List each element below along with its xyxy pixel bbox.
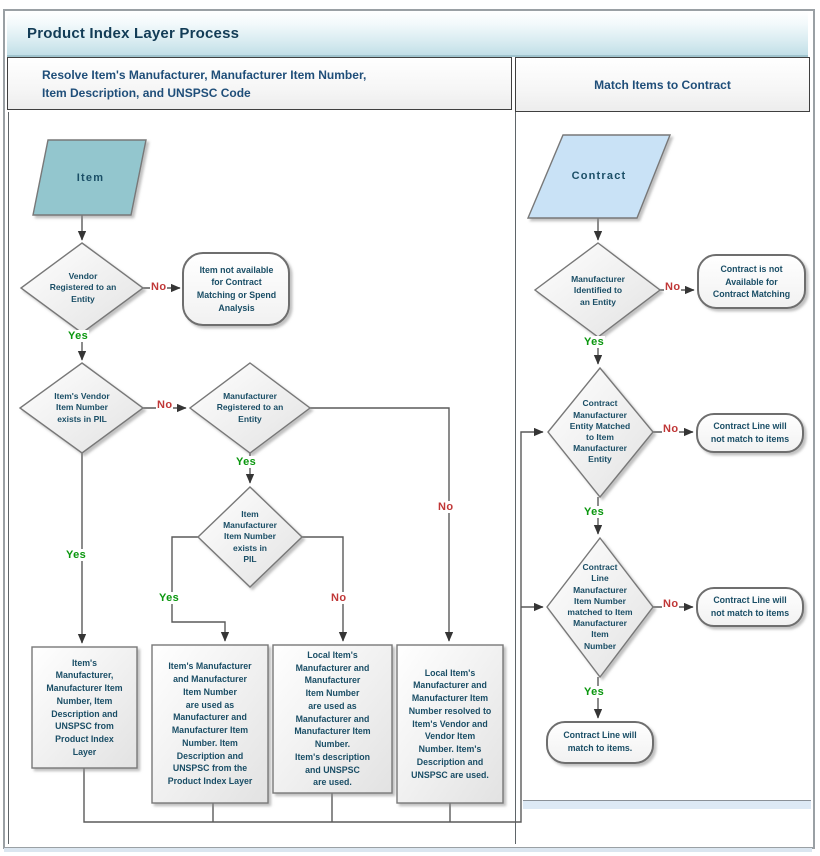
item-input-label: Item xyxy=(76,171,105,184)
shape-layer xyxy=(18,134,806,804)
process-outcome-local-mfr xyxy=(272,644,393,794)
process-outcome-mfr-used xyxy=(151,644,269,804)
lane-header-match-contract: Match Items to Contract xyxy=(515,57,810,112)
edge-outcomes-to-entity-matched xyxy=(83,427,544,823)
edge-mfr-item-no xyxy=(302,536,348,642)
lane-divider xyxy=(515,112,516,844)
contract-input-parallelogram xyxy=(526,134,672,219)
decision-vendor-registered-label: Vendor Registered to an Entity xyxy=(49,271,117,304)
edge-tag-no-item-number-matched: No xyxy=(662,598,680,610)
decision-mfr-registered xyxy=(188,362,312,454)
lane-border-left xyxy=(8,112,9,844)
terminator-no-match-number-label: Contract Line will not match to items xyxy=(710,595,790,618)
edge-tag-no-mfr-registered: No xyxy=(437,501,455,513)
terminator-item-not-available-label: Item not available for Contract Matching… xyxy=(196,264,277,313)
title-bar: Product Index Layer Process xyxy=(7,11,808,57)
decision-vendor-item-exists xyxy=(18,362,145,454)
process-outcome-pil-label: Item's Manufacturer, Manufacturer Item N… xyxy=(46,657,123,757)
decision-entity-matched-label: Contract Manufacturer Entity Matched to … xyxy=(569,398,631,465)
process-outcome-pil xyxy=(31,646,138,769)
process-outcome-local-mfr-label: Local Item's Manufacturer and Manufactur… xyxy=(294,649,371,788)
terminator-item-not-available xyxy=(182,252,290,326)
frame-shadow-strip xyxy=(4,848,812,852)
edge-tag-yes-mfr-item: Yes xyxy=(158,592,181,604)
process-outcome-local-resolved-label: Local Item's Manufacturer and Manufactur… xyxy=(408,667,492,780)
terminator-no-match-entity xyxy=(696,413,804,453)
edge-tag-yes-vendor-item: Yes xyxy=(65,549,88,561)
edge-tag-yes-mfr-identified: Yes xyxy=(583,336,606,348)
decision-vendor-item-exists-label: Item's Vendor Item Number exists in PIL xyxy=(54,391,110,424)
edge-tag-yes-entity-matched: Yes xyxy=(583,506,606,518)
decision-entity-matched xyxy=(547,366,654,499)
decision-item-number-matched-label: Contract Line Manufacturer Item Number m… xyxy=(567,562,633,651)
edge-tag-no-mfr-item: No xyxy=(330,592,348,604)
swimlane-header-row: Resolve Item's Manufacturer, Manufacture… xyxy=(7,57,810,112)
decision-mfr-item-exists-label: Item Manufacturer Item Number exists in … xyxy=(223,508,277,564)
edge-tag-yes-vendor-registered: Yes xyxy=(67,330,90,342)
edge-mfr-registered-no xyxy=(310,407,454,642)
terminator-contract-not-available xyxy=(697,254,806,309)
edge-tag-yes-item-number-matched: Yes xyxy=(583,686,606,698)
edge-tag-no-vendor-registered: No xyxy=(150,281,168,293)
terminator-no-match-number xyxy=(696,587,804,627)
terminator-no-match-entity-label: Contract Line will not match to items xyxy=(710,421,790,444)
page-title: Product Index Layer Process xyxy=(27,24,240,42)
lane-header-resolve-item: Resolve Item's Manufacturer, Manufacture… xyxy=(7,57,512,110)
edge-tag-yes-mfr-registered: Yes xyxy=(235,456,258,468)
terminator-contract-not-available-label: Contract is not Available for Contract M… xyxy=(712,263,791,300)
process-outcome-local-resolved xyxy=(396,644,504,804)
edge-tag-no-mfr-identified: No xyxy=(664,281,682,293)
decision-item-number-matched xyxy=(546,536,654,679)
process-outcome-mfr-used-label: Item's Manufacturer and Manufacturer Ite… xyxy=(167,661,253,786)
right-lane-bottom-band xyxy=(523,800,811,809)
decision-mfr-identified-label: Manufacturer Identified to an Entity xyxy=(571,274,625,307)
item-input-parallelogram xyxy=(32,139,147,216)
decision-mfr-registered-label: Manufacturer Registered to an Entity xyxy=(216,391,284,424)
contract-input-label: Contract xyxy=(571,170,627,182)
edge-tag-no-entity-matched: No xyxy=(662,423,680,435)
edge-tag-no-vendor-item: No xyxy=(156,399,174,411)
edge-mfr-item-yes xyxy=(171,536,230,642)
decision-mfr-item-exists xyxy=(196,486,304,588)
terminator-will-match-label: Contract Line will match to items. xyxy=(563,730,637,753)
terminator-will-match xyxy=(546,721,654,764)
